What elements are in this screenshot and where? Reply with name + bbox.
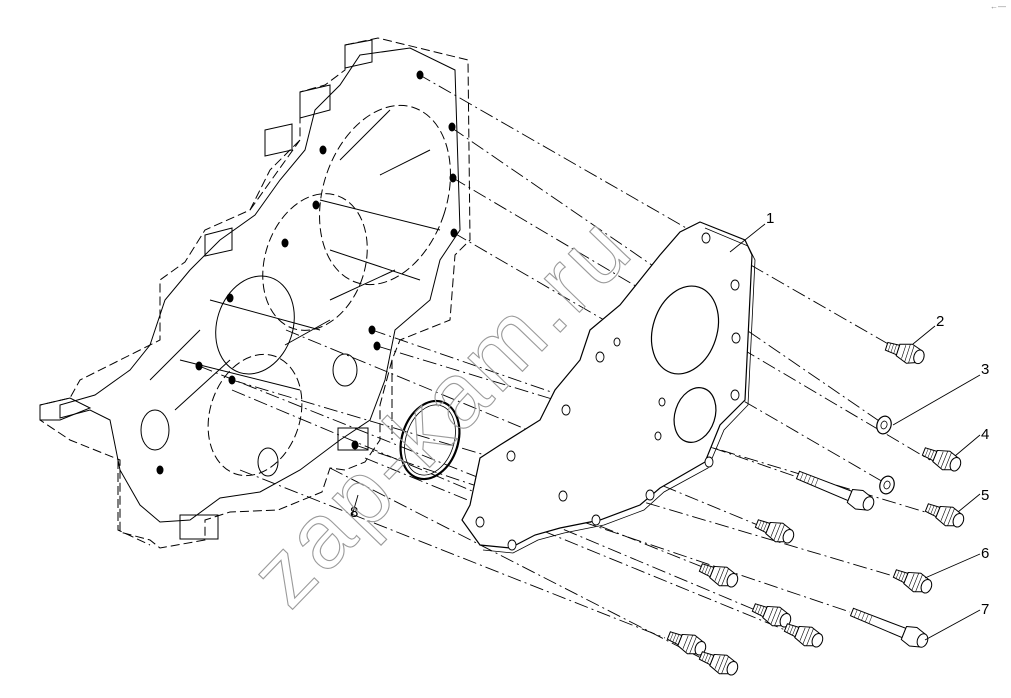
bolt-2 [882, 336, 928, 369]
callout-3: 3 [981, 361, 989, 378]
callouts: 1 2 3 4 5 6 7 8 [350, 210, 989, 618]
bolt-center [752, 513, 798, 548]
washer-3-lower [876, 473, 898, 497]
callout-8: 8 [350, 504, 358, 521]
callout-1: 1 [766, 210, 774, 227]
corner-mark: ←— [990, 2, 1006, 11]
bolt-4 [919, 441, 965, 476]
gear-housing [39, 37, 471, 549]
cover-plate [461, 221, 756, 554]
bolt-5 [922, 497, 968, 532]
callout-7: 7 [981, 601, 989, 618]
callout-6: 6 [981, 545, 989, 562]
o-ring [399, 399, 461, 481]
bolt-left-mid [696, 557, 742, 592]
callout-leaders [351, 223, 981, 641]
callout-2: 2 [936, 313, 944, 330]
callout-4: 4 [981, 426, 989, 443]
washer-3-upper [873, 413, 895, 437]
bolt-6 [890, 563, 936, 598]
long-bolt-7 [847, 602, 932, 653]
long-bolt-upper [793, 465, 878, 516]
callout-5: 5 [981, 487, 989, 504]
